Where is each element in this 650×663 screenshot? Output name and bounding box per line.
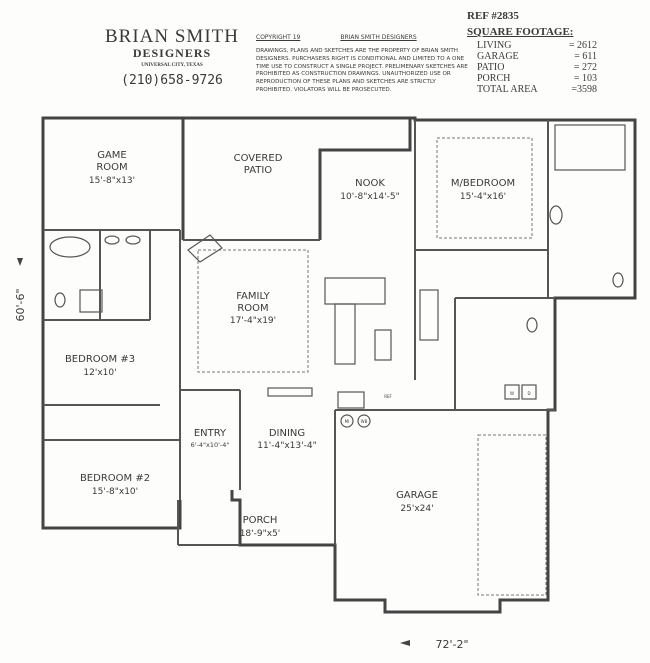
room-name: BEDROOM #3 bbox=[65, 354, 135, 365]
copyright-text: COPYRIGHT 19 bbox=[256, 34, 301, 41]
footage-label: LIVING bbox=[477, 40, 512, 51]
room-name: GAME bbox=[97, 150, 127, 161]
toilet bbox=[54, 292, 66, 308]
room-name: ROOM bbox=[96, 162, 127, 173]
width-label: 72'-2" bbox=[435, 638, 468, 651]
oven-label: WB bbox=[361, 419, 368, 424]
company-phone: (210)658-9726 bbox=[121, 73, 223, 88]
company-subtitle: DESIGNERS bbox=[132, 46, 212, 60]
square-footage-table: LIVING = 2612 GARAGE = 611 PATIO = 272 PORC… bbox=[477, 40, 597, 95]
room-name: COVERED bbox=[234, 153, 283, 164]
fireplace bbox=[187, 234, 223, 263]
footage-row: LIVING = 2612 bbox=[477, 40, 597, 51]
room-size: 25'x24' bbox=[400, 504, 433, 514]
room-size: 12'x10' bbox=[83, 368, 116, 378]
dimension-depth: 60'-6" bbox=[14, 258, 27, 322]
room-name: BEDROOM #2 bbox=[80, 473, 150, 484]
room-name: DINING bbox=[269, 428, 305, 439]
interior-walls bbox=[43, 120, 555, 546]
ref-label: REF bbox=[384, 394, 392, 399]
room-labels: GAME ROOM 15'-8"x13' COVERED PATIO NOOK … bbox=[65, 150, 515, 539]
footage-label: TOTAL AREA bbox=[477, 84, 538, 95]
kitchen-counter bbox=[334, 303, 356, 365]
footage-label: GARAGE bbox=[477, 51, 519, 62]
master-tub bbox=[549, 205, 563, 225]
dryer-label: D bbox=[527, 391, 530, 396]
footage-row: TOTAL AREA =3598 bbox=[477, 84, 597, 95]
footage-value: = 2612 bbox=[568, 40, 597, 51]
room-name: PORCH bbox=[243, 515, 278, 526]
sink bbox=[125, 235, 141, 245]
family-room-ceiling bbox=[197, 249, 309, 373]
square-footage-title: SQUARE FOOTAGE: bbox=[467, 26, 574, 38]
cooktop bbox=[419, 289, 439, 341]
oven-label: MI bbox=[345, 419, 350, 424]
room-size: 15'-4"x16' bbox=[460, 192, 506, 202]
room-size: 15'-8"x13' bbox=[89, 176, 135, 186]
toilet bbox=[612, 272, 624, 288]
company-location: UNIVERSAL CITY, TEXAS bbox=[141, 63, 203, 68]
bathtub bbox=[49, 236, 91, 258]
company-name: BRIAN SMITH bbox=[105, 26, 239, 47]
room-name: GARAGE bbox=[396, 490, 438, 501]
footage-value: = 103 bbox=[573, 73, 597, 84]
master-closet bbox=[554, 124, 626, 171]
room-size: 18'-9"x5' bbox=[240, 529, 281, 539]
copyright-line: COPYRIGHT 19 BRIAN SMITH DESIGNERS bbox=[256, 34, 417, 41]
dryer bbox=[521, 384, 537, 400]
footage-label: PATIO bbox=[477, 62, 505, 73]
footage-row: GARAGE = 611 bbox=[477, 51, 597, 62]
toilet bbox=[526, 317, 538, 333]
kitchen-counter bbox=[324, 277, 386, 305]
garage-door-outline bbox=[477, 434, 547, 596]
appliance-labels: MI WB REF W D bbox=[345, 391, 531, 424]
room-size: 17'-4"x19' bbox=[230, 316, 276, 326]
depth-label: 60'-6" bbox=[14, 288, 27, 321]
room-name: ENTRY bbox=[194, 428, 227, 439]
copyright-notice: DRAWINGS, PLANS AND SKETCHES ARE THE PRO… bbox=[256, 48, 468, 93]
room-size: 11'-4"x13'-4" bbox=[257, 441, 316, 451]
copyright-owner: BRIAN SMITH DESIGNERS bbox=[340, 34, 417, 41]
room-name: PATIO bbox=[244, 165, 273, 176]
room-name: ROOM bbox=[237, 303, 268, 314]
fixtures bbox=[49, 124, 626, 428]
ceiling-outlines bbox=[197, 137, 547, 596]
room-size: 10'-8"x14'-5" bbox=[340, 192, 399, 202]
washer-label: W bbox=[510, 391, 514, 396]
refrigerator bbox=[337, 391, 365, 409]
footage-row: PATIO = 272 bbox=[477, 62, 597, 73]
footage-label: PORCH bbox=[477, 73, 511, 84]
room-name: M/BEDROOM bbox=[451, 178, 515, 189]
arrow-icon bbox=[17, 258, 23, 266]
fireplace-hearth bbox=[267, 387, 313, 397]
oven-circle bbox=[357, 414, 371, 428]
room-name: FAMILY bbox=[236, 291, 270, 302]
footage-row: PORCH = 103 bbox=[477, 73, 597, 84]
room-size: 15'-8"x10' bbox=[92, 487, 138, 497]
oven-circle bbox=[340, 414, 354, 428]
footage-value: = 611 bbox=[574, 51, 597, 62]
shower bbox=[79, 289, 103, 313]
footage-value: =3598 bbox=[571, 84, 597, 95]
room-name: NOOK bbox=[355, 178, 385, 189]
master-ceiling bbox=[436, 137, 533, 239]
kitchen-island bbox=[374, 329, 392, 361]
arrow-icon bbox=[400, 640, 410, 646]
washer bbox=[504, 384, 520, 400]
sink bbox=[104, 235, 120, 245]
plan-reference: REF #2835 bbox=[467, 10, 519, 22]
room-size: 6'-4"x10'-4" bbox=[191, 441, 230, 449]
footage-value: = 272 bbox=[573, 62, 597, 73]
dimension-width: 72'-2" bbox=[400, 638, 469, 651]
